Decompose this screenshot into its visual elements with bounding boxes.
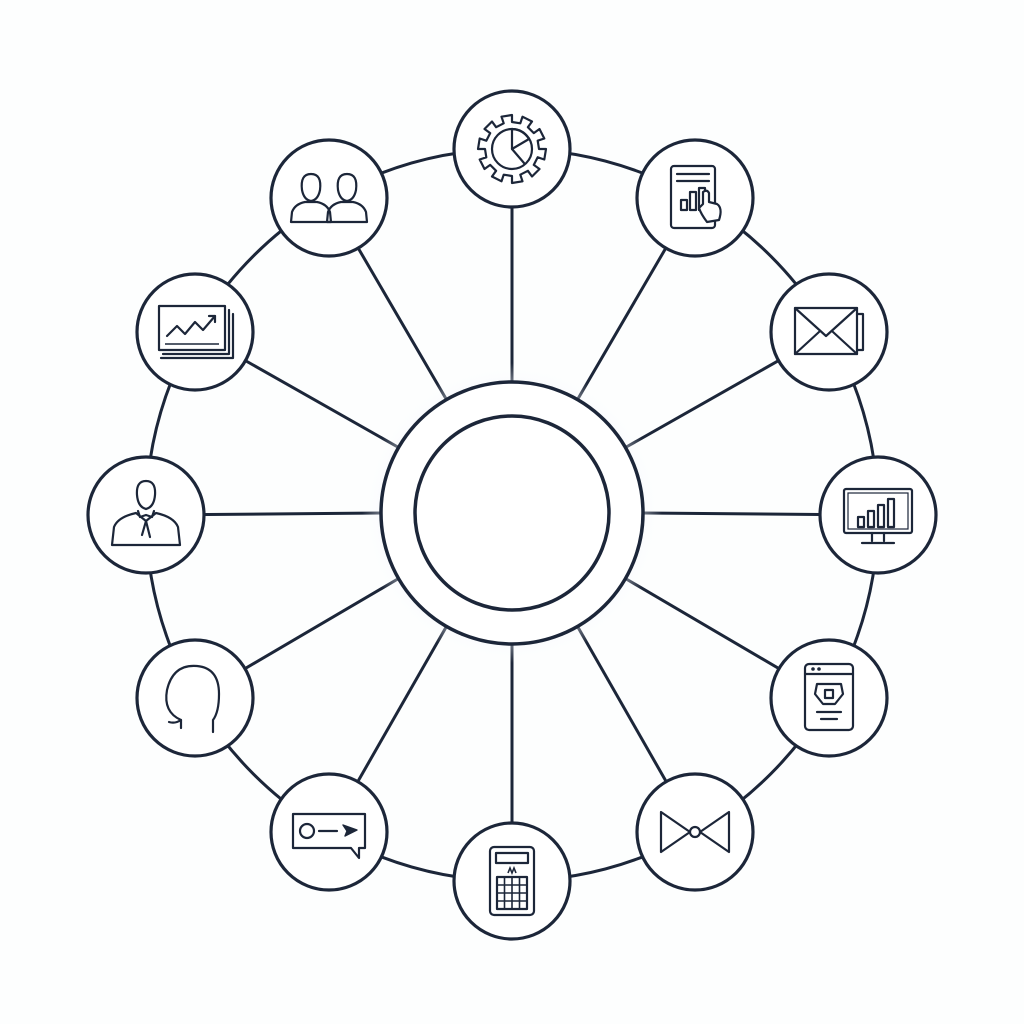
connector-bowtie-icon: [659, 810, 731, 854]
calculator-grid-icon: [488, 845, 536, 917]
node-circle: [269, 138, 389, 258]
node-circle: [135, 272, 255, 392]
node-circle: [135, 638, 255, 758]
head-profile-icon: [165, 664, 221, 734]
diagram-node: [269, 138, 389, 258]
diagram-node: [635, 138, 755, 258]
diagram-node: [452, 89, 572, 209]
gear-gauge-icon: [476, 113, 548, 185]
diagram-node: [769, 272, 889, 392]
diagram-node: [818, 455, 938, 575]
team-users-icon: [289, 172, 369, 224]
nodes: [86, 89, 938, 941]
businessman-icon: [110, 479, 182, 547]
diagram-node: [135, 272, 255, 392]
chat-send-icon: [291, 812, 367, 860]
mobile-shield-icon: [803, 662, 855, 732]
diagram-node: [135, 638, 255, 758]
diagram-node: [86, 455, 206, 575]
diagram-node: [452, 821, 572, 941]
monitor-bar-chart-icon: [842, 487, 914, 545]
envelope-icon: [793, 306, 865, 356]
line-chart-report-icon: [157, 304, 235, 360]
diagram-node: [635, 772, 755, 892]
hub-inner-ring: [413, 414, 611, 612]
diagram-node: [269, 772, 389, 892]
diagram-node: [769, 638, 889, 758]
tablet-chart-touch-icon: [669, 164, 722, 230]
central-hub: [362, 363, 662, 663]
